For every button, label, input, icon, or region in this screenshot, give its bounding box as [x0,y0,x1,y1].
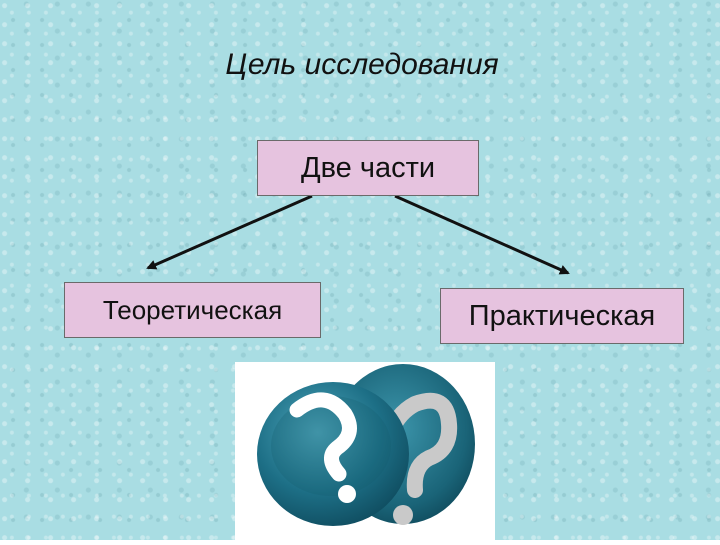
root-node: Две части [257,140,479,196]
theory-node: Теоретическая [64,282,321,338]
arrow-left [146,194,313,270]
question-sphere-icon [235,362,495,540]
root-node-label: Две части [300,151,436,184]
slide-title: Цель исследования [225,48,499,81]
theory-node-label: Теоретическая [102,294,283,325]
practice-node: Практическая [440,288,684,344]
arrow-right [394,194,570,275]
practice-node-label: Практическая [468,299,656,332]
